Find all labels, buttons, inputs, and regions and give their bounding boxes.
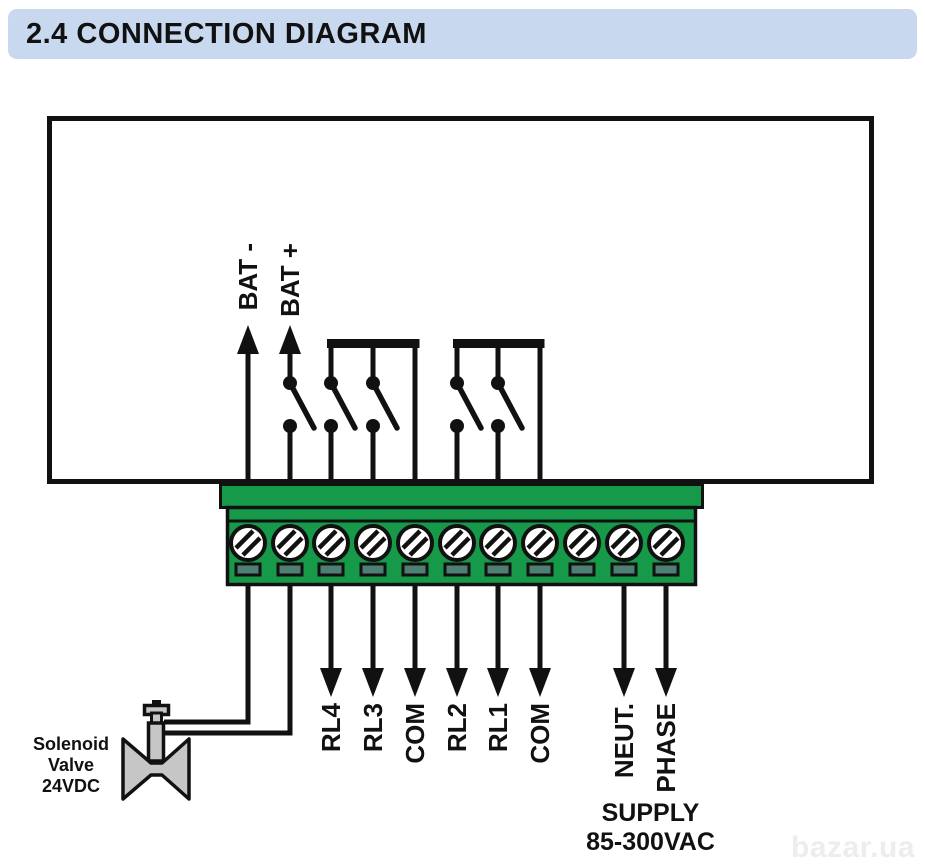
wire-slot (234, 562, 262, 577)
wire-slot (652, 562, 680, 577)
screw-terminal (229, 524, 267, 562)
label-rl2: RL2 (442, 703, 472, 753)
label-com1: COM (400, 703, 430, 764)
label-rl3: RL3 (358, 703, 388, 753)
label-bat-plus: BAT + (275, 243, 305, 317)
screw-terminals (229, 524, 685, 562)
down-arrow-rl1-icon (487, 583, 509, 697)
screw-terminal (396, 524, 434, 562)
down-arrow-neutral-icon (613, 583, 635, 697)
supply-caption: SUPPLY 85-300VAC (528, 799, 773, 857)
wire-slot (526, 562, 554, 577)
down-arrow-rl3-icon (362, 583, 384, 697)
wire-slot (484, 562, 512, 577)
down-arrow-rl4-icon (320, 583, 342, 697)
section-title: 2.4 CONNECTION DIAGRAM (26, 18, 427, 50)
solenoid-caption: Solenoid Valve 24VDC (10, 734, 132, 797)
screw-terminal (521, 524, 559, 562)
solenoid-caption-line1: Solenoid (33, 734, 109, 754)
screw-terminal (271, 524, 309, 562)
output-arrows (320, 583, 677, 697)
relay-switch-rl1-icon (491, 376, 525, 492)
label-rl1: RL1 (483, 703, 513, 753)
solenoid-valve-icon (121, 700, 191, 801)
wire-slot (317, 562, 345, 577)
down-arrow-rl2-icon (446, 583, 468, 697)
label-rl4: RL4 (316, 703, 346, 753)
wire-slot (359, 562, 387, 577)
wire-slot (276, 562, 304, 577)
bat-plus-switch-icon (283, 376, 317, 492)
wire-slot (610, 562, 638, 577)
section-header: 2.4 CONNECTION DIAGRAM (8, 9, 917, 59)
screw-terminal (479, 524, 517, 562)
solenoid-wires (164, 580, 293, 736)
wire-slot (401, 562, 429, 577)
screw-terminal (647, 524, 685, 562)
solenoid-caption-line3: 24VDC (41, 776, 101, 796)
down-arrow-phase-icon (655, 583, 677, 697)
down-arrow-com1-icon (404, 583, 426, 697)
wire-slot (568, 562, 596, 577)
wire-slot (443, 562, 471, 577)
screw-terminal (354, 524, 392, 562)
screw-terminal (563, 524, 601, 562)
screw-terminal (438, 524, 476, 562)
relay-switch-rl4-icon (324, 376, 358, 492)
relay-switch-rl3-icon (366, 376, 400, 492)
supply-caption-line1: SUPPLY (601, 799, 700, 827)
watermark: bazar.ua (791, 831, 916, 864)
screw-terminal (312, 524, 350, 562)
supply-caption-line2: 85-300VAC (586, 828, 715, 856)
solenoid-caption-line2: Valve (47, 755, 95, 775)
screw-terminal (605, 524, 643, 562)
down-arrow-com2-icon (529, 583, 551, 697)
label-bat-minus: BAT - (233, 243, 263, 311)
relay-switch-rl2-icon (450, 376, 484, 492)
bat-minus-arrow-icon (237, 325, 259, 492)
wire-slots (234, 562, 680, 577)
